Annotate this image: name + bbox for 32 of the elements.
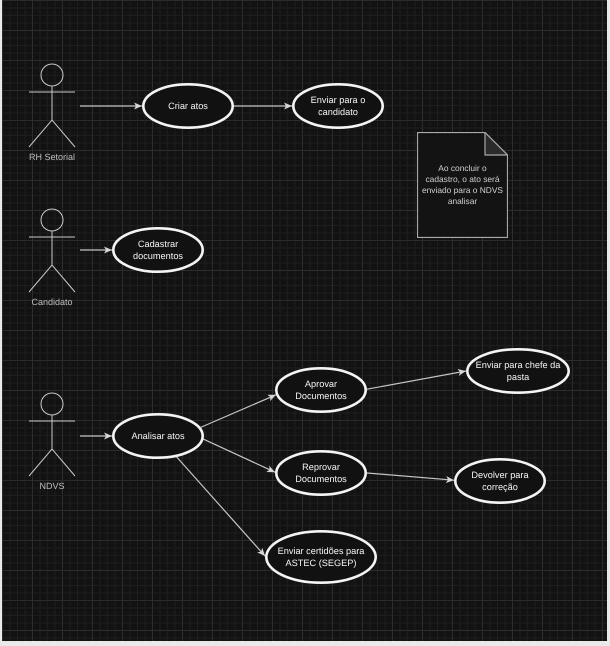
use-case-ellipse — [466, 348, 570, 394]
arrow — [80, 432, 112, 440]
arrow — [366, 472, 454, 484]
use-case-label: Devolver para correção — [470, 469, 530, 493]
use-case-ellipse — [275, 367, 367, 413]
use-case-ellipse — [265, 530, 377, 584]
use-case-ellipse — [292, 83, 384, 129]
use-case-ellipse — [275, 450, 367, 496]
use-case-label: Criar atos — [167, 100, 209, 112]
use-case-label: Analisar atos — [130, 430, 186, 442]
use-case-label: Enviar para chefe da pasta — [474, 359, 562, 383]
use-case-ellipse — [142, 83, 234, 129]
actor-label: Candidato — [30, 297, 74, 308]
arrow — [80, 102, 142, 110]
arrow — [200, 394, 276, 428]
use-case-label: Aprovar Documentos — [294, 378, 348, 402]
arrow — [234, 102, 292, 110]
use-case-ellipse — [112, 413, 204, 459]
actor-label: RH Setorial — [28, 152, 76, 163]
arrow — [80, 246, 112, 254]
actor-label: NDVS — [38, 481, 66, 492]
note-shape — [417, 132, 508, 238]
use-case-ellipse — [454, 458, 546, 504]
use-case-label: Reprovar Documentos — [294, 461, 348, 485]
arrow — [176, 456, 266, 556]
use-case-ellipse — [112, 227, 204, 273]
use-case-label: Cadastrar documentos — [132, 238, 184, 262]
arrow — [366, 369, 466, 390]
use-case-label: Enviar para o candidato — [310, 94, 366, 118]
arrow — [203, 438, 276, 473]
use-case-label: Enviar certidões para ASTEC (SEGEP) — [276, 545, 366, 569]
note-text: Ao concluir o cadastro, o ato será enviado para o NDVS analisar — [422, 163, 504, 207]
